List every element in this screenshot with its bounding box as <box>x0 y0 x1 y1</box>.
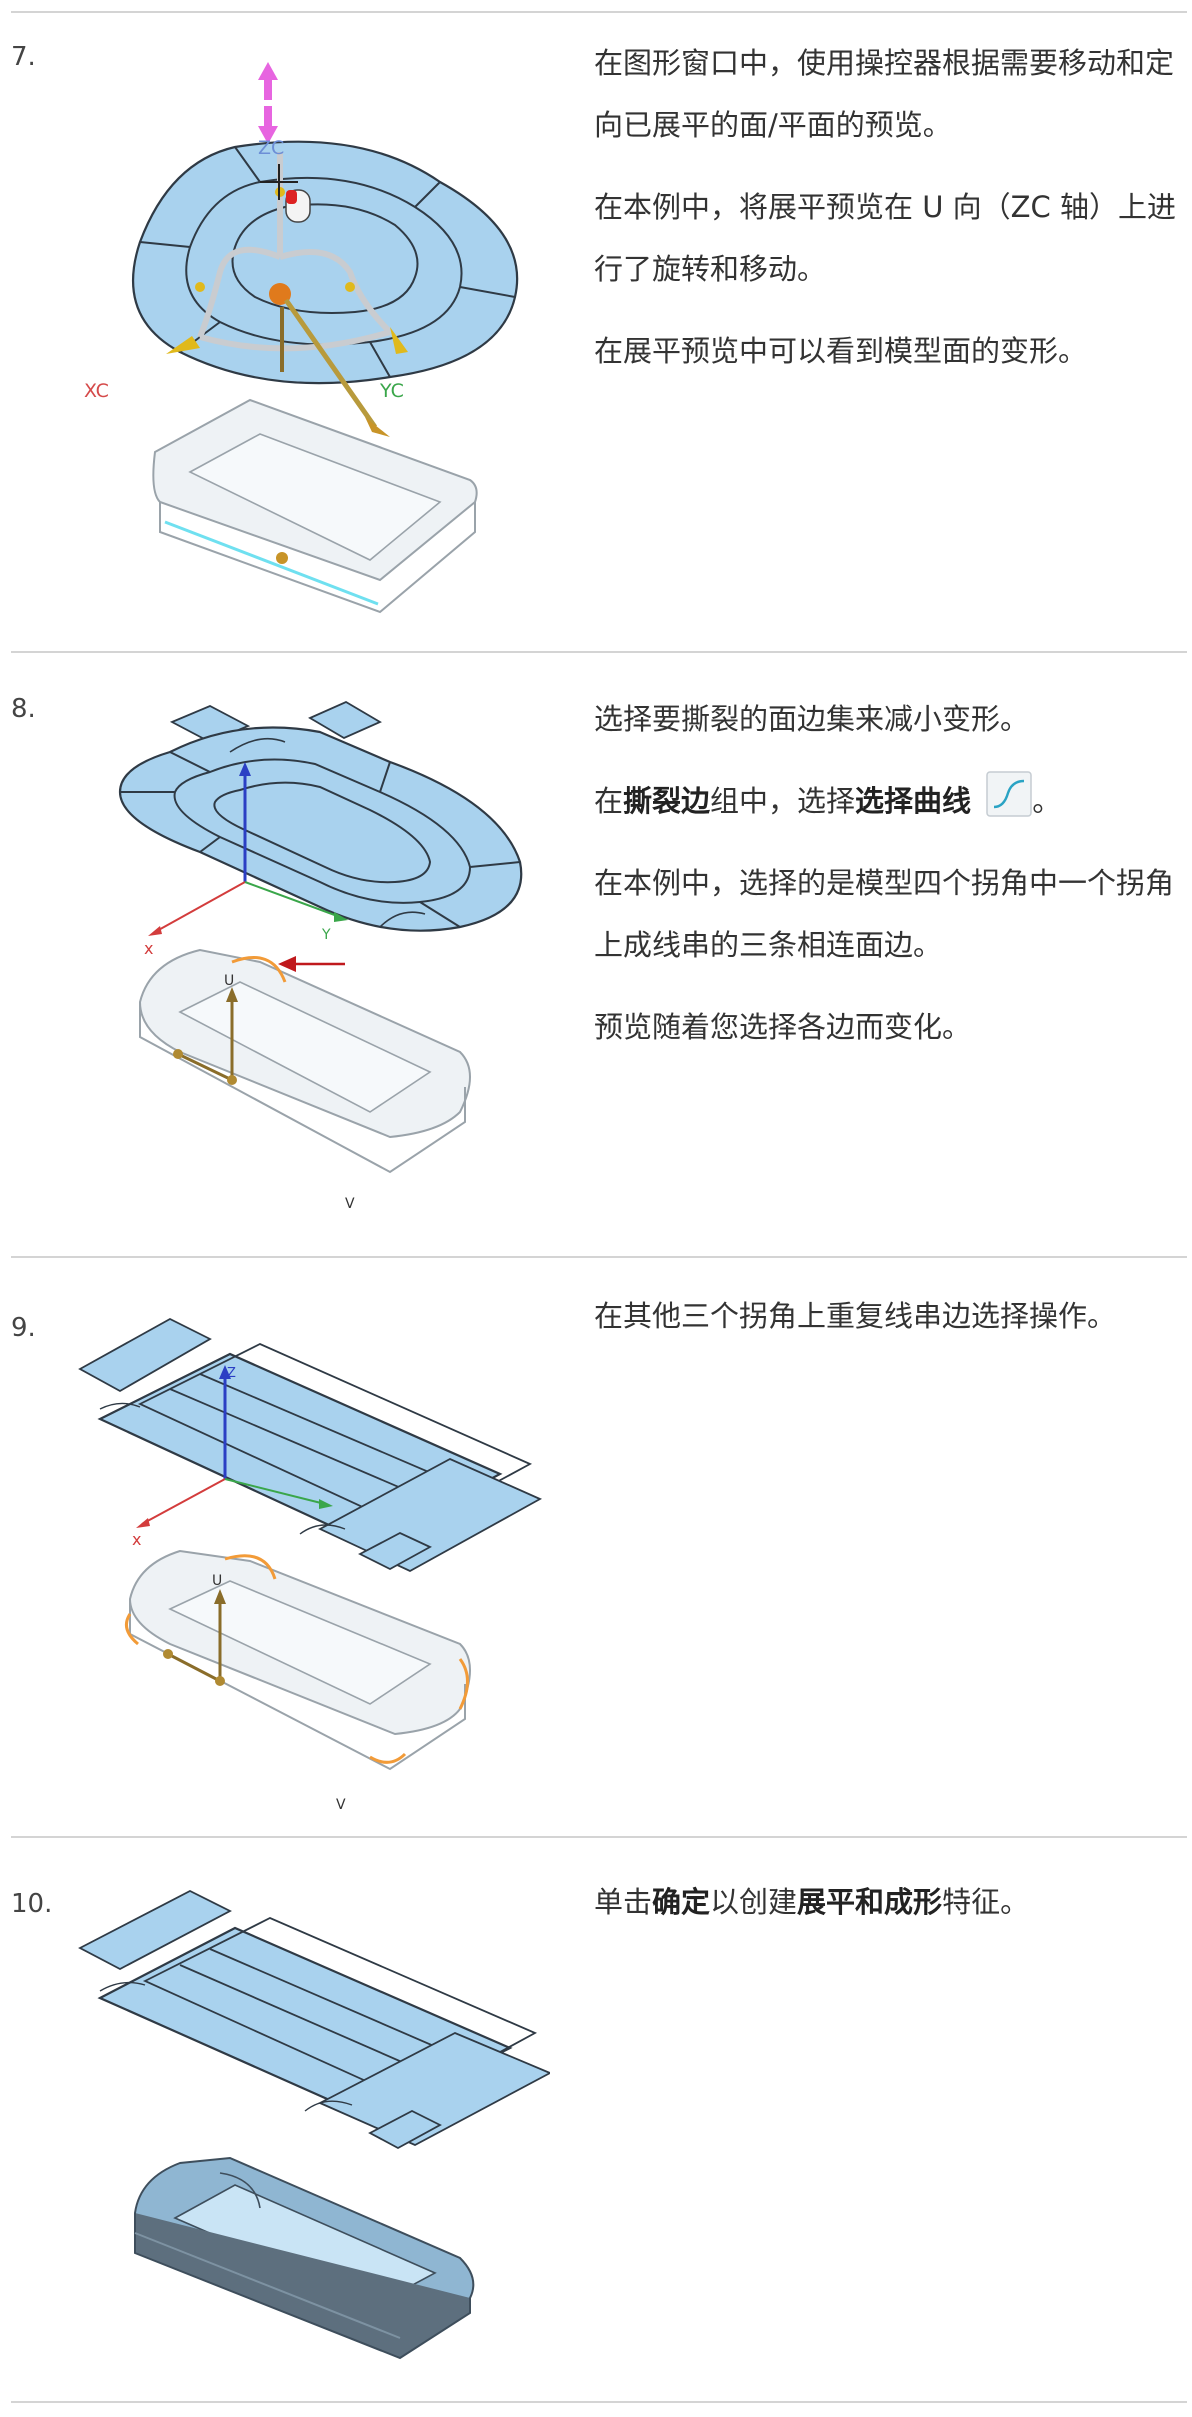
text-run: 。 <box>1032 784 1062 818</box>
step-10: 10. 单击确定以创建展平和成形特征。 <box>0 1837 1192 2401</box>
paragraph: 在图形窗口中，使用操控器根据需要移动和定向已展平的面/平面的预览。 <box>594 46 1175 142</box>
v-direction-label: V <box>336 1797 346 1813</box>
paragraph: 在本例中，选择的是模型四个拐角中一个拐角上成线串的三条相连面边。 <box>594 866 1175 962</box>
step-8-text: 选择要撕裂的面边集来减小变形。 在撕裂边组中，选择选择曲线 。 在本例中，选择的… <box>594 688 1184 1078</box>
step-10-text: 单击确定以创建展平和成形特征。 <box>594 1871 1184 1953</box>
u-direction-label: U <box>224 973 234 989</box>
step-9-text: 在其他三个拐角上重复线串边选择操作。 <box>594 1285 1184 1367</box>
zc-axis-label: ZC <box>258 137 284 159</box>
text-run: 在 <box>594 784 624 818</box>
text-run: 单击 <box>594 1885 653 1919</box>
step-10-figure <box>78 1889 550 2360</box>
manipulator: ZC XC YC <box>84 62 408 437</box>
csys-triad: x Y <box>144 762 348 958</box>
step-7: 7. <box>0 12 1192 651</box>
text-run: 特征。 <box>942 1885 1030 1919</box>
step-8-figure: x Y U V <box>118 700 523 1212</box>
xc-axis-label: XC <box>84 380 109 402</box>
drag-handle-down-icon <box>258 126 278 144</box>
step-divider <box>11 651 1187 653</box>
step-number: 7. <box>11 42 36 72</box>
y-axis-label: Y <box>321 927 331 943</box>
step-number: 10. <box>11 1889 53 1919</box>
z-axis-label: Z <box>227 1366 236 1381</box>
step-9-figure: x Z U V <box>78 1317 543 1813</box>
paragraph: 在展平预览中可以看到模型面的变形。 <box>594 334 1088 368</box>
ui-term-tear-edges: 撕裂边 <box>623 784 711 818</box>
ui-term-select-curve: 选择曲线 <box>855 784 972 818</box>
flattened-preview-surface <box>132 140 519 385</box>
tray-handle-point <box>276 552 288 564</box>
flattened-preview-surface <box>118 700 523 932</box>
pointer-arrow-icon <box>278 956 296 972</box>
drag-handle-up-icon <box>258 62 278 80</box>
yc-axis-label: YC <box>379 380 404 402</box>
paragraph: 预览随着您选择各边而变化。 <box>594 1010 972 1044</box>
text-run: 以创建 <box>710 1885 798 1919</box>
x-axis-label: x <box>144 939 153 958</box>
paragraph: 单击确定以创建展平和成形特征。 <box>594 1871 1184 1933</box>
flattened-preview-surface <box>78 1317 543 1573</box>
ui-term-ok: 确定 <box>652 1885 711 1919</box>
csys-triad: x Z <box>132 1365 333 1549</box>
ui-term-flatten-and-form: 展平和成形 <box>797 1885 943 1919</box>
step-divider <box>11 1836 1187 1838</box>
tray-model: U V <box>138 948 471 1212</box>
x-axis-label: x <box>132 1530 141 1549</box>
text-run: 组中，选择 <box>710 784 856 818</box>
flattened-sheet-result <box>78 1889 550 2150</box>
step-9: 9. x Z <box>0 1257 1192 1836</box>
u-direction-label: U <box>212 1573 222 1589</box>
paragraph: 在撕裂边组中，选择选择曲线 。 <box>594 770 1184 832</box>
top-divider <box>11 11 1187 13</box>
paragraph: 在本例中，将展平预览在 U 向（ZC 轴）上进行了旋转和移动。 <box>594 190 1176 286</box>
step-7-figure: ZC XC YC <box>84 62 519 614</box>
paragraph: 在其他三个拐角上重复线串边选择操作。 <box>594 1299 1117 1333</box>
step-8: 8. x Y <box>0 652 1192 1256</box>
formed-tray-result <box>133 2156 475 2360</box>
v-direction-label: V <box>345 1196 355 1212</box>
select-curve-icon <box>986 771 1033 817</box>
tray-model <box>152 398 478 614</box>
paragraph: 选择要撕裂的面边集来减小变形。 <box>594 702 1030 736</box>
step-divider <box>11 1256 1187 1258</box>
tray-model: U V <box>124 1549 471 1813</box>
mouse-cursor-icon <box>260 164 311 223</box>
step-number: 9. <box>11 1313 36 1343</box>
step-number: 8. <box>11 694 36 724</box>
step-7-text: 在图形窗口中，使用操控器根据需要移动和定向已展平的面/平面的预览。 在本例中，将… <box>594 32 1184 402</box>
bottom-divider <box>11 2401 1187 2403</box>
